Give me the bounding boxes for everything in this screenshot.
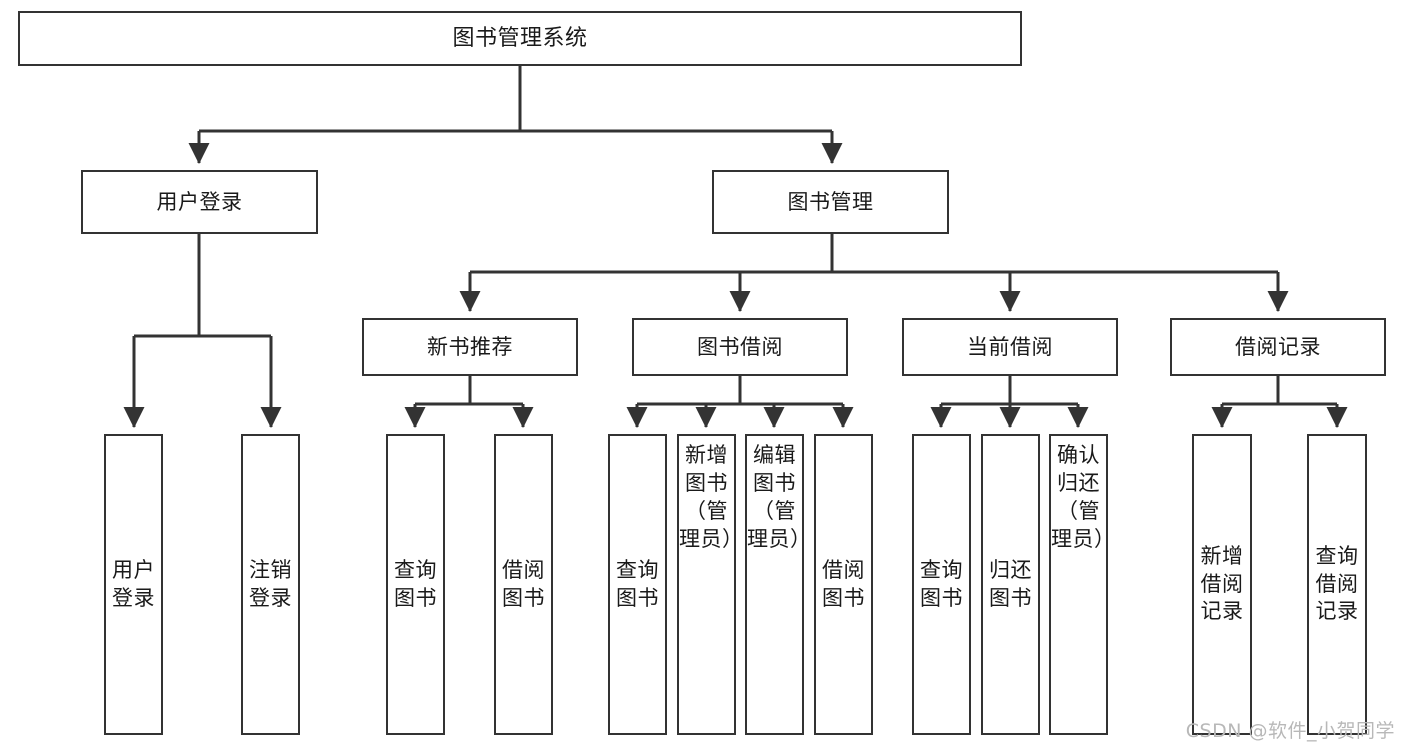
leaf-user-login-logout[interactable]: 注销登录 [241, 434, 300, 735]
leaf-borrow-record-query-label: 查询借阅记录 [1315, 543, 1359, 624]
leaf-book-borrow-add[interactable]: 新增图书（管理员） [677, 434, 744, 735]
leaf-current-borrow-return-label: 归还图书 [989, 557, 1032, 610]
leaf-borrow-record-add[interactable]: 新增借阅记录 [1192, 434, 1252, 735]
leaf-current-borrow-return[interactable]: 归还图书 [981, 434, 1040, 735]
leaf-new-book-query[interactable]: 查询图书 [386, 434, 445, 735]
leaf-new-book-query-label: 查询图书 [394, 557, 437, 610]
leaf-current-borrow-confirm-label: 确认归还（管理员） [1051, 443, 1116, 551]
node-user-login[interactable]: 用户登录 [81, 170, 318, 234]
node-root[interactable]: 图书管理系统 [18, 11, 1022, 66]
leaf-user-login-logout-label: 注销登录 [249, 557, 292, 610]
node-current-borrow-label: 当前借阅 [967, 334, 1053, 359]
leaf-user-login-login[interactable]: 用户登录 [104, 434, 163, 735]
leaf-book-borrow-edit-label: 编辑图书（管理员） [747, 443, 812, 551]
leaf-user-login-login-label: 用户登录 [112, 557, 155, 610]
node-root-label: 图书管理系统 [452, 25, 588, 51]
leaf-book-borrow-borrow-label: 借阅图书 [822, 557, 865, 610]
leaf-book-borrow-borrow[interactable]: 借阅图书 [814, 434, 873, 735]
leaf-current-borrow-query-label: 查询图书 [920, 557, 963, 610]
leaf-book-borrow-query[interactable]: 查询图书 [608, 434, 667, 735]
leaf-borrow-record-query[interactable]: 查询借阅记录 [1307, 434, 1367, 735]
leaf-borrow-record-add-label: 新增借阅记录 [1200, 543, 1244, 624]
node-book-borrow[interactable]: 图书借阅 [632, 318, 848, 376]
node-new-book-recommend-label: 新书推荐 [427, 334, 513, 359]
node-borrow-record-label: 借阅记录 [1235, 334, 1321, 359]
node-book-management[interactable]: 图书管理 [712, 170, 949, 234]
node-user-login-label: 用户登录 [156, 189, 243, 214]
leaf-book-borrow-add-label: 新增图书（管理员） [679, 443, 744, 551]
node-book-borrow-label: 图书借阅 [697, 334, 783, 359]
leaf-current-borrow-confirm[interactable]: 确认归还（管理员） [1049, 434, 1116, 735]
leaf-book-borrow-edit[interactable]: 编辑图书（管理员） [745, 434, 812, 735]
node-borrow-record[interactable]: 借阅记录 [1170, 318, 1386, 376]
node-new-book-recommend[interactable]: 新书推荐 [362, 318, 578, 376]
leaf-current-borrow-query[interactable]: 查询图书 [912, 434, 971, 735]
node-book-management-label: 图书管理 [787, 189, 874, 214]
node-current-borrow[interactable]: 当前借阅 [902, 318, 1118, 376]
leaf-new-book-borrow[interactable]: 借阅图书 [494, 434, 553, 735]
leaf-book-borrow-query-label: 查询图书 [616, 557, 659, 610]
watermark: CSDN @软件_小贺同学 [1185, 720, 1395, 742]
leaf-new-book-borrow-label: 借阅图书 [502, 557, 545, 610]
